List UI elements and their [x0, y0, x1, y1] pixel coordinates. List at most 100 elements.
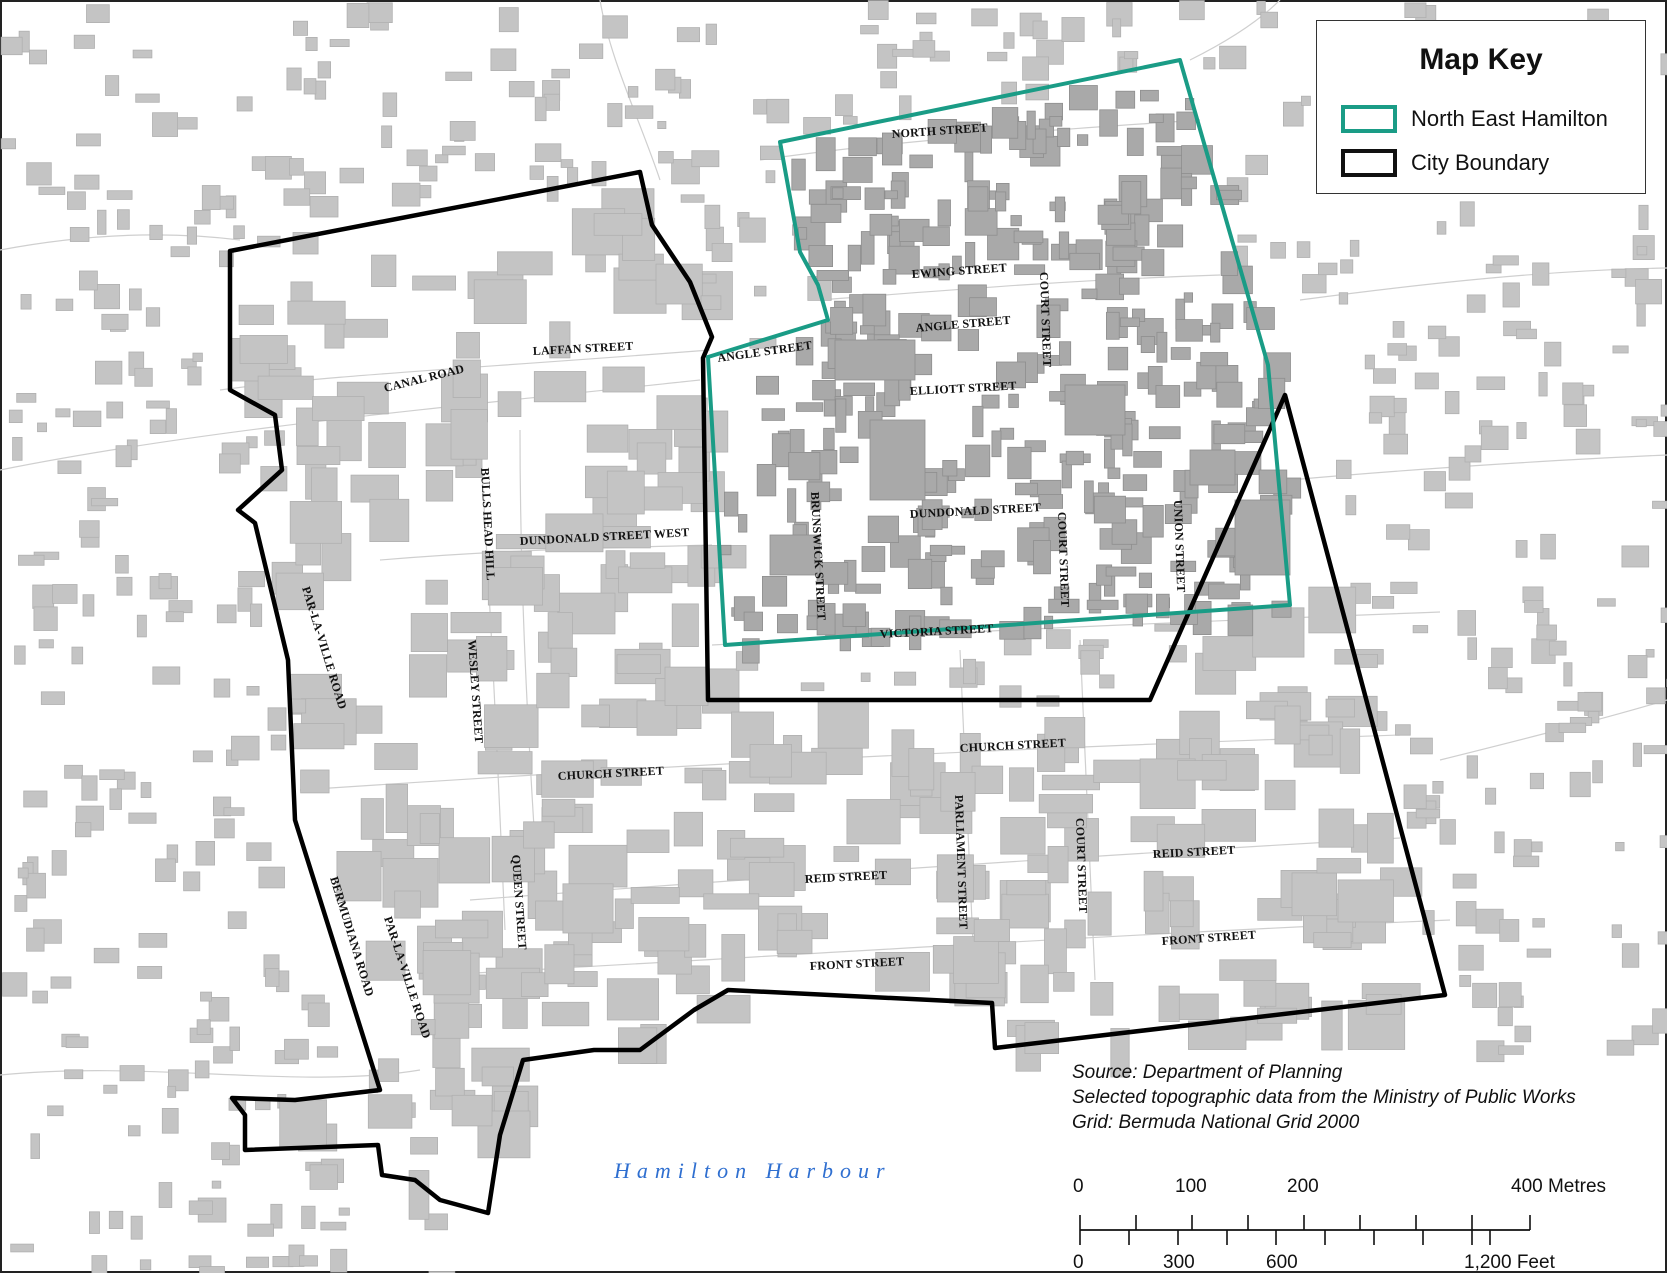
building-footprint [1427, 325, 1447, 340]
building-footprint [1283, 101, 1304, 127]
building-footprint [1615, 842, 1625, 852]
building-footprint [152, 666, 181, 685]
building-footprint [1410, 737, 1433, 755]
building-footprint [833, 846, 860, 862]
building-footprint [71, 646, 84, 665]
building-footprint [165, 611, 184, 623]
building-footprint [1631, 1025, 1659, 1046]
building-footprint [1387, 343, 1408, 356]
building-footprint [338, 1207, 350, 1216]
building-footprint [705, 23, 717, 45]
building-footprint [1611, 268, 1627, 279]
building-footprint [626, 829, 670, 853]
building-footprint [787, 488, 797, 523]
building-footprint [91, 1255, 108, 1273]
building-footprint [50, 976, 72, 989]
building-footprint [456, 331, 480, 359]
building-footprint [1466, 294, 1486, 313]
building-footprint [267, 707, 287, 731]
building-footprint [1069, 85, 1098, 111]
building-footprint [442, 145, 466, 156]
building-footprint [38, 639, 54, 649]
building-footprint [132, 49, 153, 59]
building-footprint [1270, 241, 1286, 259]
building-footprint [839, 446, 859, 464]
building-footprint [1208, 583, 1240, 600]
building-footprint [875, 952, 930, 992]
building-footprint [1349, 239, 1360, 257]
building-footprint [756, 463, 777, 497]
building-footprint [246, 686, 260, 696]
building-footprint [916, 12, 937, 25]
building-footprint [638, 917, 690, 952]
building-footprint [109, 788, 122, 810]
building-footprint [534, 96, 547, 122]
building-footprint [971, 765, 1004, 794]
building-footprint [816, 603, 836, 636]
building-footprint [1404, 2, 1427, 18]
building-footprint [1448, 456, 1471, 481]
building-footprint [586, 424, 629, 453]
building-footprint [186, 226, 198, 245]
building-footprint [929, 544, 953, 556]
building-footprint [1122, 423, 1133, 457]
building-footprint [1112, 18, 1122, 38]
building-footprint [942, 459, 958, 477]
building-footprint [1652, 1008, 1667, 1034]
building-footprint [47, 1105, 64, 1117]
building-footprint [257, 375, 314, 400]
building-footprint [1112, 246, 1145, 261]
building-footprint [18, 554, 45, 566]
building-footprint [477, 751, 533, 775]
building-footprint [1148, 113, 1164, 123]
building-footprint [1652, 500, 1667, 509]
scale-feet-300: 300 [1163, 1252, 1195, 1273]
building-footprint [798, 227, 808, 240]
building-footprint [502, 994, 528, 1029]
building-footprint [1007, 446, 1032, 480]
building-footprint [1548, 640, 1567, 656]
building-footprint [1119, 277, 1140, 295]
building-footprint [1142, 504, 1164, 538]
building-footprint [1532, 262, 1550, 286]
building-footprint [330, 1248, 348, 1273]
building-footprint [116, 576, 133, 596]
building-footprint [1097, 204, 1129, 225]
building-footprint [149, 224, 163, 241]
building-footprint [97, 209, 107, 235]
building-footprint [1059, 341, 1072, 366]
building-footprint [0, 138, 16, 150]
building-footprint [884, 190, 898, 200]
building-footprint [1141, 249, 1165, 277]
building-footprint [835, 94, 853, 116]
building-footprint [1175, 319, 1203, 342]
building-footprint [199, 1266, 225, 1273]
building-footprint [549, 321, 571, 359]
building-footprint [311, 396, 365, 422]
building-footprint [412, 275, 457, 291]
building-footprint [10, 1243, 34, 1253]
building-footprint [544, 944, 575, 985]
building-footprint [304, 171, 327, 195]
building-footprint [656, 395, 704, 430]
building-footprint [435, 1067, 465, 1097]
building-footprint [1140, 89, 1159, 102]
building-footprint [912, 40, 936, 58]
scale-feet-1200: 1,200 Feet [1464, 1252, 1556, 1273]
building-footprint [1386, 524, 1411, 540]
building-footprint [529, 165, 544, 180]
building-footprint [227, 911, 247, 929]
building-footprint [1498, 1045, 1524, 1055]
street-label-parliament-street: PARLIAMENT STREET [952, 795, 971, 930]
building-footprint [445, 71, 473, 81]
building-footprint [79, 270, 98, 291]
building-footprint [1423, 471, 1446, 492]
building-footprint [1390, 581, 1418, 594]
building-footprint [749, 744, 792, 778]
building-footprint [769, 534, 821, 576]
building-footprint [1093, 759, 1147, 783]
building-footprint [969, 297, 997, 317]
building-footprint [541, 1001, 590, 1027]
